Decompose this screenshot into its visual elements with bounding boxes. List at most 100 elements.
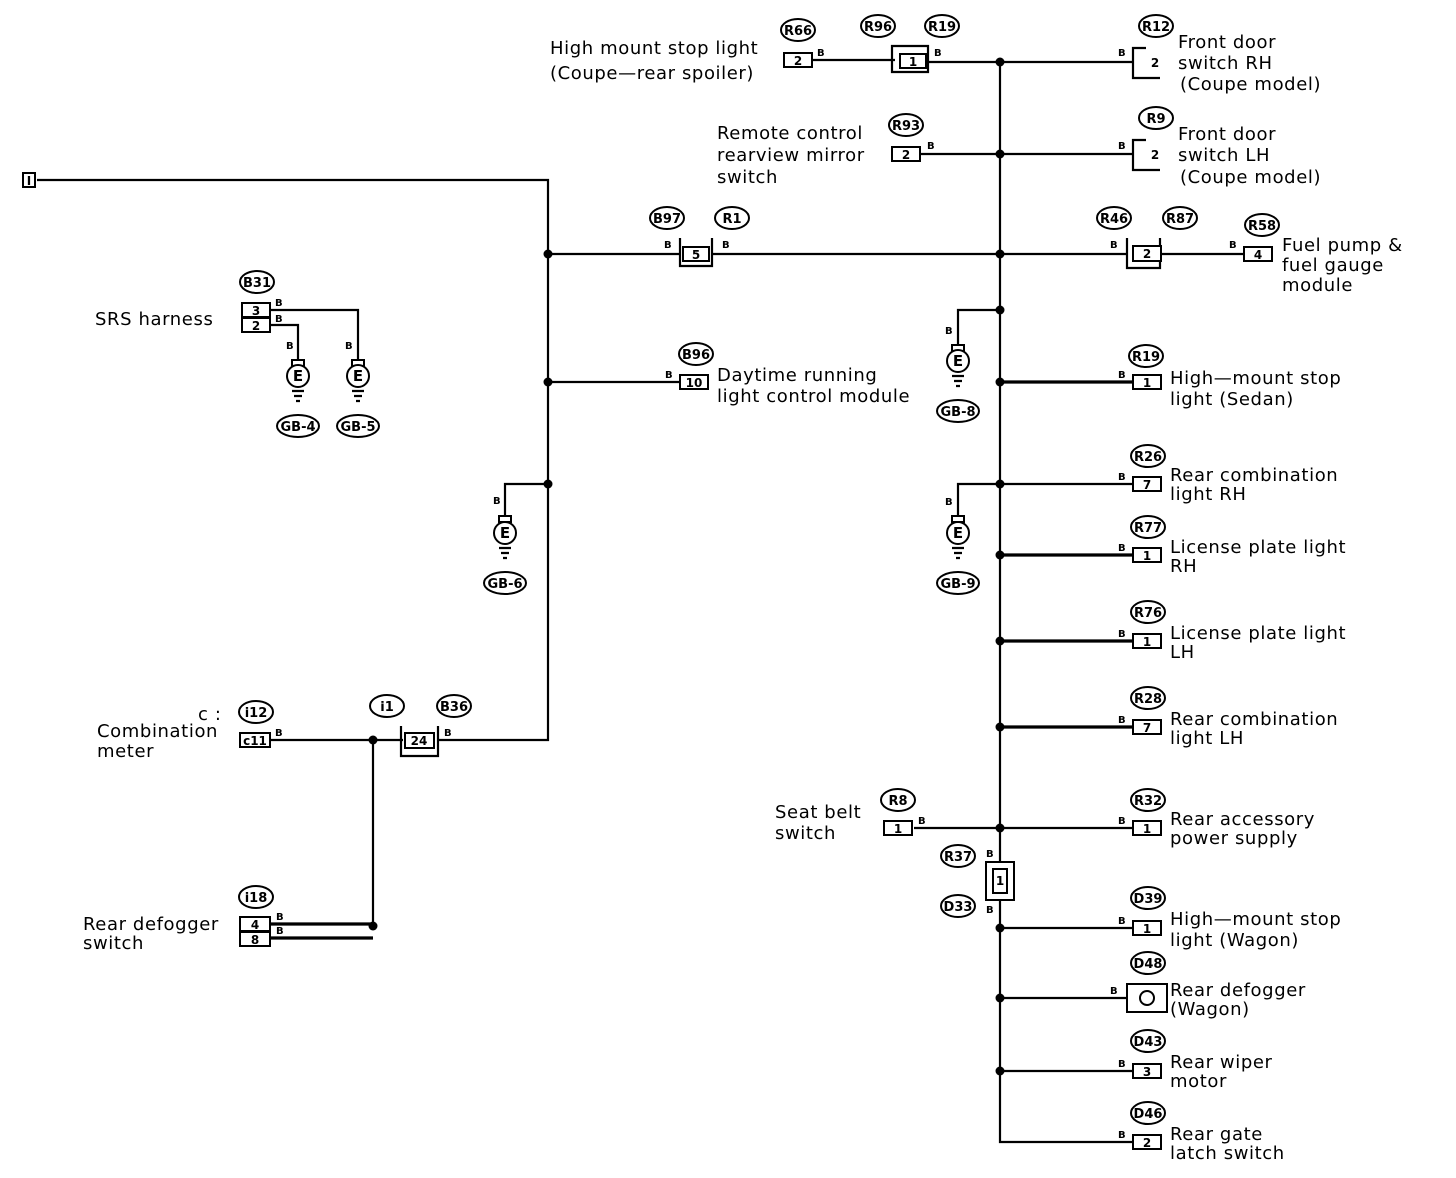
pin-box-i1 (404, 732, 435, 749)
connector-label-r87: R87 (1166, 212, 1194, 227)
connector-label-d39: D39 (1134, 892, 1163, 907)
pin-label-r93: 2 (902, 148, 910, 162)
pin-label-i12: c11 (243, 734, 267, 748)
pin-box-r77 (1132, 547, 1162, 563)
ground-lines-icon (292, 389, 304, 403)
wire-color-b: B (276, 912, 284, 923)
connector-label-r66: R66 (784, 24, 812, 39)
label-drl-module: Daytime running (717, 365, 877, 386)
pin-label-d39: 1 (1143, 922, 1151, 936)
wire-color-markers: B B B B B B B B B B B B B B B B B B B B … (275, 48, 1237, 1141)
connector-oval-r96 (860, 14, 896, 38)
pin-box-d46 (1132, 1134, 1162, 1150)
wire-color-b: B (1118, 916, 1126, 927)
pin-box-r19b (1132, 374, 1162, 390)
connector-oval-r87 (1162, 206, 1198, 230)
connector-label-d46: D46 (1134, 1107, 1163, 1122)
connector-oval-r19b (1128, 344, 1164, 368)
label-rear-defogger-switch: Rear defogger (83, 914, 219, 935)
label-rear-defogger-wagon: Rear defogger (1170, 980, 1306, 1001)
label-front-door-lh: Front door (1178, 124, 1276, 145)
label-rear-combo-rh: light RH (1170, 484, 1246, 505)
connector-label-r8: R8 (888, 794, 907, 809)
pin-label-d43: 3 (1143, 1065, 1151, 1079)
connector-label-r26: R26 (1134, 450, 1162, 465)
wire-color-b: B (1118, 1059, 1126, 1070)
connector-oval-r28 (1130, 686, 1166, 710)
connector-oval-r8 (880, 788, 916, 812)
wire-color-b: B (1118, 629, 1126, 640)
ground-icon (493, 521, 517, 545)
wires (37, 58, 1244, 1144)
connector-label-r77: R77 (1134, 521, 1162, 536)
wire-color-b: B (1118, 48, 1126, 59)
label-remote-mirror: switch (717, 167, 778, 188)
label-license-lh: License plate light (1170, 623, 1346, 644)
connector-oval-b96 (678, 342, 714, 366)
connector-oval-r9 (1138, 106, 1174, 130)
connector-label-r46: R46 (1100, 212, 1128, 227)
wire-srs-3 (270, 308, 360, 360)
ground-oval-gb8 (936, 399, 980, 423)
pin-label-r12: 2 (1151, 56, 1159, 70)
label-rear-gate: Rear gate (1170, 1124, 1263, 1145)
ground-gb5: E GB-5 (336, 359, 380, 438)
pin-box-d39 (1132, 920, 1162, 936)
pin-label-i18-8: 8 (251, 933, 259, 947)
pin-label-r87: 2 (1143, 247, 1151, 261)
label-front-door-lh: (Coupe model) (1180, 167, 1321, 188)
label-front-door-lh: switch LH (1178, 145, 1270, 166)
label-high-mount-sedan: High—mount stop (1170, 368, 1341, 389)
ground-gb8: E GB-8 (936, 344, 980, 423)
pin-box-i18-8 (239, 931, 271, 947)
splice-dot (995, 993, 1005, 1003)
wire-color-b: B (345, 341, 353, 352)
wire-color-b: B (665, 370, 673, 381)
pin-box-r58 (1243, 246, 1273, 262)
wire-color-b: B (664, 240, 672, 251)
connector-oval-d46 (1130, 1101, 1166, 1125)
label-drl-module: light control module (717, 386, 910, 407)
connector-oval-r26 (1130, 444, 1166, 468)
connector-oval-r46 (1096, 206, 1132, 230)
wire-color-b: B (1118, 816, 1126, 827)
connector-oval-r19a (924, 14, 960, 38)
ground-icon (946, 521, 970, 545)
wire-color-b: B (1118, 472, 1126, 483)
wire-color-b: B (444, 728, 452, 739)
pin-box-b96 (679, 374, 709, 390)
connector-oval-r1 (714, 206, 750, 230)
pin-box-r8 (883, 820, 913, 836)
connector-label-r93: R93 (892, 119, 920, 134)
connector-oval-i18 (238, 885, 274, 909)
pin-label-r8: 1 (894, 822, 902, 836)
ground-e-label: E (500, 524, 510, 542)
label-remote-mirror: Remote control (717, 123, 863, 144)
label-license-rh: License plate light (1170, 537, 1346, 558)
connector-oval-r32 (1130, 788, 1166, 812)
label-rear-combo-rh: Rear combination (1170, 465, 1338, 486)
splice-dot (995, 149, 1005, 159)
ground-label-gb5: GB-5 (340, 420, 375, 435)
wire-srs-2 (270, 323, 300, 360)
ground-oval-gb9 (936, 571, 980, 595)
connector-label-i18: i18 (245, 891, 268, 906)
connector-oval-b31 (239, 270, 275, 294)
ground-oval-gb6 (483, 571, 527, 595)
label-high-mount-coupe: (Coupe—rear spoiler) (550, 63, 754, 84)
label-front-door-rh: (Coupe model) (1180, 74, 1321, 95)
connector-oval-d39 (1130, 886, 1166, 910)
connector-body-r9 (1131, 138, 1160, 172)
label-high-mount-sedan: light (Sedan) (1170, 389, 1294, 410)
wire-color-b: B (493, 496, 501, 507)
wire-color-b: B (1229, 240, 1237, 251)
ground-icon (286, 364, 310, 388)
connector-oval-d43 (1130, 1029, 1166, 1053)
pin-label-r9: 2 (1151, 148, 1159, 162)
connector-label-d33: D33 (944, 900, 973, 915)
wire-color-b: B (945, 326, 953, 337)
label-fuel-pump: fuel gauge (1282, 255, 1384, 276)
splice-dot (995, 249, 1005, 259)
ground-icon (946, 349, 970, 373)
connector-label-r19a: R19 (928, 20, 956, 35)
